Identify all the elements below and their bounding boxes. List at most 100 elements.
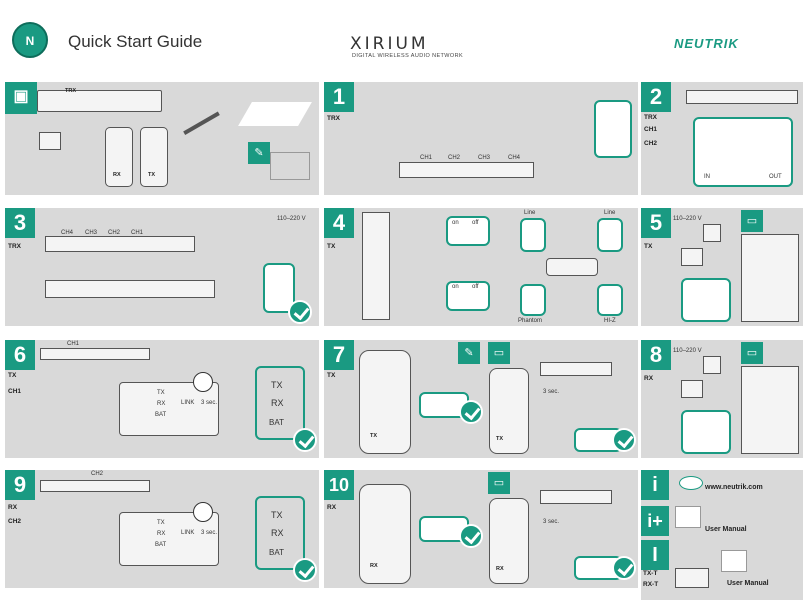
rx-led-label: RX	[271, 528, 284, 538]
manual-link[interactable]: User Manual	[705, 526, 747, 533]
rx-device	[489, 498, 529, 584]
bat-led-label: BAT	[269, 418, 284, 427]
phantom-mic-icon	[520, 284, 546, 316]
step-number: 10	[324, 470, 354, 500]
ch-label: CH1	[131, 230, 144, 236]
manual-link[interactable]: User Manual	[727, 580, 769, 587]
ch-label: CH4	[508, 155, 521, 161]
step-number: 5	[641, 208, 671, 238]
side-label: TRX	[644, 114, 657, 121]
step-number: 3	[5, 208, 35, 238]
tx-led-label: TX	[157, 520, 165, 526]
page-title: Quick Start Guide	[68, 32, 203, 51]
side-label: RX	[327, 504, 337, 511]
check-icon	[612, 556, 636, 580]
battery-icon: ▭	[488, 472, 510, 494]
connector-callout	[681, 410, 731, 454]
rx-label: RX	[113, 172, 121, 178]
info-line-icon: I	[641, 540, 669, 570]
power-led-callout	[263, 263, 295, 313]
bat-led-label: BAT	[269, 548, 284, 557]
off-label: off	[472, 284, 479, 290]
in-label: IN	[704, 174, 710, 180]
header: N Quick Start Guide XIRIUM DIGITAL WIREL…	[0, 0, 808, 72]
clock-icon	[193, 502, 213, 522]
tx-device	[359, 350, 411, 454]
trx-label: TRX	[65, 88, 76, 94]
user-manual-icon	[675, 506, 701, 528]
tx-label: TX	[148, 172, 156, 178]
adapter-icon	[681, 380, 703, 398]
off-label: off	[472, 220, 479, 226]
voltage-label: 110–220 V	[277, 216, 306, 222]
check-icon	[293, 428, 317, 452]
voltage-label: 110–220 V	[673, 348, 702, 354]
rx-rack-device	[540, 490, 612, 504]
wall-socket-icon	[703, 356, 721, 374]
batteries-icon	[270, 152, 310, 180]
trx-device	[37, 90, 162, 112]
check-icon	[612, 428, 636, 452]
side-label: RX	[8, 504, 18, 511]
duration-label: 3 sec.	[543, 519, 560, 525]
out-label: OUT	[769, 174, 782, 180]
duration-label: 3 sec.	[543, 389, 560, 395]
link-button-label: LINK	[181, 400, 195, 406]
battery-slot-device	[741, 234, 799, 322]
battery-icon: ▭	[741, 210, 763, 232]
adapter-icon	[681, 248, 703, 266]
step-7-panel: 7 TX TX ✎ ▭ TX 3 sec.	[324, 340, 638, 458]
on-label: on	[452, 284, 459, 290]
info-icon: i	[641, 470, 669, 500]
tx-device	[140, 127, 168, 187]
rx-led-label: RX	[271, 398, 284, 408]
switch-callout-2	[446, 281, 490, 311]
tx-device	[489, 368, 529, 454]
rx-device	[105, 127, 133, 187]
hiz-label: HI-Z	[604, 318, 616, 324]
step-6-panel: 6 TX CH1 CH1 TX RX BAT LINK 3 sec. TX RX…	[5, 340, 319, 458]
duration-label: 3 sec.	[201, 530, 218, 536]
link-button-label: LINK	[181, 530, 195, 536]
box-icon: ▣	[5, 82, 37, 114]
side-label: TX	[327, 372, 336, 379]
rx-label: RX	[370, 563, 378, 569]
on-label: on	[452, 220, 459, 226]
ch-label: CH2	[91, 471, 104, 477]
wrench-icon: ✎	[458, 342, 480, 364]
side-label: CH1	[8, 388, 22, 395]
antenna-pair-icon	[170, 89, 220, 135]
step-number: 6	[5, 340, 35, 370]
step-1-panel: 1 TRX CH1 CH2 CH3 CH4	[324, 82, 638, 195]
led-callout	[255, 366, 305, 440]
manual-disc-icon	[238, 102, 312, 126]
trx-rear-device	[45, 236, 195, 252]
ch-label: CH2	[108, 230, 121, 236]
tx-led-label: TX	[271, 510, 283, 520]
user-manual-icon	[721, 550, 747, 572]
check-icon	[288, 300, 312, 324]
side-label: CH2	[8, 518, 22, 525]
trx-rack-device	[686, 90, 798, 104]
step-number: 8	[641, 340, 671, 370]
ch-label: CH3	[478, 155, 491, 161]
side-label: TX	[644, 243, 653, 250]
line-label: Line	[604, 210, 616, 216]
duration-label: 3 sec.	[201, 400, 218, 406]
ch-label: CH4	[61, 230, 74, 236]
side-label: RX	[644, 375, 654, 382]
website-link[interactable]: www.neutrik.com	[705, 484, 763, 491]
step-number: 7	[324, 340, 354, 370]
info-panel: i www.neutrik.com i+ User Manual I TX-T …	[641, 470, 803, 600]
info-plus-icon: i+	[641, 506, 669, 536]
check-icon	[459, 400, 483, 424]
tx-rack-device	[540, 362, 612, 376]
mic-icon	[520, 218, 546, 252]
ch-label: CH2	[448, 155, 461, 161]
tx-label: TX	[370, 433, 378, 439]
bat-led-label: BAT	[155, 412, 167, 418]
step-number: 1	[324, 82, 354, 112]
step-5-panel: 5 TX 110–220 V ▭	[641, 208, 803, 326]
led-callout	[574, 556, 622, 580]
globe-icon	[679, 476, 703, 490]
